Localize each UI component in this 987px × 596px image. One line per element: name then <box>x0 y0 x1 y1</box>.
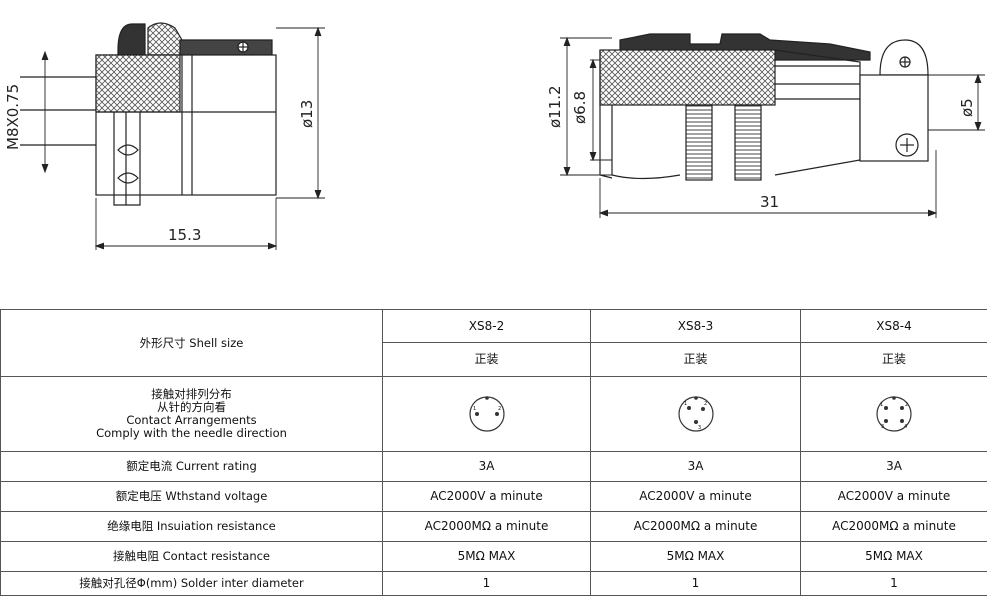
withstand-voltage-label: 额定电压 Wthstand voltage <box>1 482 383 512</box>
arrangement-cell: 1 2 3 4 <box>801 377 987 452</box>
value-cell: AC2000V a minute <box>383 482 591 512</box>
table-row: 额定电压 Wthstand voltage AC2000V a minute A… <box>1 482 987 512</box>
plug-inner-diameter-label: ø6.8 <box>571 91 589 124</box>
grip-ring-2 <box>735 105 761 180</box>
arrangement-label-line: Comply with the needle direction <box>3 427 380 440</box>
value-cell: AC2000MΩ a minute <box>591 512 801 542</box>
table-row: 绝缘电阻 Insuiation resistance AC2000MΩ a mi… <box>1 512 987 542</box>
nut-top <box>118 24 145 55</box>
pin-label: 3 <box>881 424 884 430</box>
pin-label: 2 <box>498 406 501 412</box>
pin-label: 1 <box>473 406 476 412</box>
pin-label: 3 <box>698 425 701 431</box>
value-cell: AC2000MΩ a minute <box>801 512 987 542</box>
value-cell: AC2000MΩ a minute <box>383 512 591 542</box>
contact-resistance-label: 接触电阻 Contact resistance <box>1 542 383 572</box>
model-cell: XS8-2 <box>383 310 591 343</box>
shell-size-label: 外形尺寸 Shell size <box>1 310 383 377</box>
value-cell: 5MΩ MAX <box>591 542 801 572</box>
socket-diameter-label: ø13 <box>298 100 316 128</box>
value-cell: AC2000V a minute <box>801 482 987 512</box>
mounting-cell: 正装 <box>383 343 591 377</box>
four-pin-arrangement-icon: 1 2 3 4 <box>874 394 914 434</box>
current-rating-label: 额定电流 Current rating <box>1 452 383 482</box>
spec-table: 外形尺寸 Shell size XS8-2 XS8-3 XS8-4 正装 正装 … <box>0 309 987 596</box>
value-cell: 3A <box>383 452 591 482</box>
model-cell: XS8-3 <box>591 310 801 343</box>
table-row: 接触对孔径Φ(mm) Solder inter diameter 1 1 1 <box>1 572 987 596</box>
arrangement-label: 接触对排列分布 从针的方向看 Contact Arrangements Comp… <box>1 377 383 452</box>
plug-outer-diameter-label: ø11.2 <box>546 85 564 128</box>
value-cell: AC2000V a minute <box>591 482 801 512</box>
value-cell: 3A <box>801 452 987 482</box>
pin-label: 1 <box>684 401 687 407</box>
pin-label: 2 <box>704 401 707 407</box>
value-cell: 3A <box>591 452 801 482</box>
value-cell: 5MΩ MAX <box>801 542 987 572</box>
table-row: 外形尺寸 Shell size XS8-2 XS8-3 XS8-4 <box>1 310 987 343</box>
technical-drawings: M8X0.75 ø13 15.3 <box>0 0 987 300</box>
mounting-cell: 正装 <box>801 343 987 377</box>
socket-length-label: 15.3 <box>168 226 201 244</box>
solder-diameter-label: 接触对孔径Φ(mm) Solder inter diameter <box>1 572 383 596</box>
two-pin-arrangement-icon: 1 2 <box>467 394 507 434</box>
thread-dimension-label: M8X0.75 <box>4 84 22 150</box>
three-pin-arrangement-icon: 1 2 3 <box>676 394 716 434</box>
table-row: 接触对排列分布 从针的方向看 Contact Arrangements Comp… <box>1 377 987 452</box>
table-row: 额定电流 Current rating 3A 3A 3A <box>1 452 987 482</box>
value-cell: 1 <box>383 572 591 596</box>
insulation-resistance-label: 绝缘电阻 Insuiation resistance <box>1 512 383 542</box>
value-cell: 5MΩ MAX <box>383 542 591 572</box>
model-cell: XS8-4 <box>801 310 987 343</box>
plug-side-view <box>560 34 985 218</box>
table-row: 接触电阻 Contact resistance 5MΩ MAX 5MΩ MAX … <box>1 542 987 572</box>
mounting-cell: 正装 <box>591 343 801 377</box>
value-cell: 1 <box>591 572 801 596</box>
knurl-top <box>148 23 182 55</box>
pin-label: 2 <box>905 402 908 408</box>
arrangement-cell: 1 2 <box>383 377 591 452</box>
plug-length-label: 31 <box>760 193 779 211</box>
value-cell: 1 <box>801 572 987 596</box>
knurled-ring <box>96 55 180 112</box>
pin-label: 1 <box>880 402 883 408</box>
knurled-coupling <box>600 50 775 105</box>
arrangement-cell: 1 2 3 <box>591 377 801 452</box>
grip-ring-1 <box>686 105 712 180</box>
socket-side-view <box>20 23 325 250</box>
cable-diameter-label: ø5 <box>958 98 976 117</box>
pin-label: 4 <box>904 424 907 430</box>
